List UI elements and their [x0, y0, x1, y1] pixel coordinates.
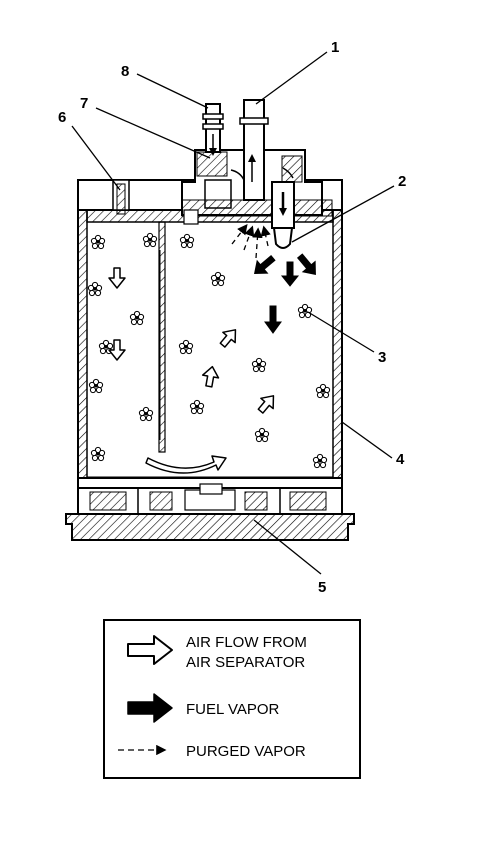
- air-flow-arrow: [108, 339, 126, 361]
- purged-vapor-arrows: [231, 223, 271, 259]
- air-flow-legend-icon: [127, 635, 173, 665]
- legend-air-flow-line1: AIR FLOW FROM: [186, 634, 307, 651]
- purged-vapor-arrow: [231, 223, 248, 245]
- callout-4: 4: [396, 451, 405, 468]
- air-flow-arrows: [108, 267, 275, 474]
- fuel-vapor-legend-icon: [127, 693, 173, 723]
- callout-3: 3: [378, 349, 386, 366]
- leader-lines: [71, 51, 395, 575]
- leader-line-5: [253, 519, 322, 575]
- fuel-vapor-arrow: [264, 305, 282, 334]
- air-flow-arrow: [201, 365, 220, 388]
- air-flow-arrow: [108, 267, 126, 289]
- fuel-vapor-arrow: [296, 253, 316, 275]
- fuel-vapor-arrows: [254, 253, 316, 334]
- callout-8: 8: [121, 63, 129, 80]
- legend: AIR FLOW FROM AIR SEPARATOR FUEL VAPOR P…: [103, 619, 361, 779]
- purged-vapor-arrow: [260, 225, 271, 247]
- air-flow-arrow: [219, 329, 237, 348]
- callout-1: 1: [331, 39, 339, 56]
- fuel-vapor-arrow: [280, 261, 300, 287]
- callout-2: 2: [398, 173, 406, 190]
- legend-air-flow-line2: AIR SEPARATOR: [186, 654, 305, 671]
- callouts: 1 2 3 4 5 6 7 8: [58, 39, 406, 596]
- leader-line-3: [307, 311, 375, 353]
- divider-wall: [158, 221, 166, 453]
- top-housing: [112, 99, 333, 249]
- purged-vapor-arrow: [252, 227, 263, 259]
- callout-7: 7: [80, 95, 88, 112]
- fuel-vapor-arrow: [254, 254, 276, 274]
- callout-6: 6: [58, 109, 66, 126]
- callout-5: 5: [318, 579, 326, 596]
- leader-line-8: [136, 73, 209, 109]
- air-flow-curved-arrow: [145, 455, 227, 474]
- leader-line-4: [341, 421, 393, 459]
- leader-line-6: [71, 125, 121, 191]
- leader-line-1: [255, 51, 328, 105]
- legend-purged-vapor: PURGED VAPOR: [186, 743, 306, 760]
- leader-line-7: [95, 107, 211, 159]
- purged-vapor-arrow: [243, 225, 255, 251]
- canister-body: [77, 179, 343, 481]
- bottom-cover: [65, 477, 355, 541]
- air-flow-arrow: [257, 395, 275, 414]
- legend-fuel-vapor: FUEL VAPOR: [186, 701, 280, 718]
- leader-line-2: [291, 185, 395, 243]
